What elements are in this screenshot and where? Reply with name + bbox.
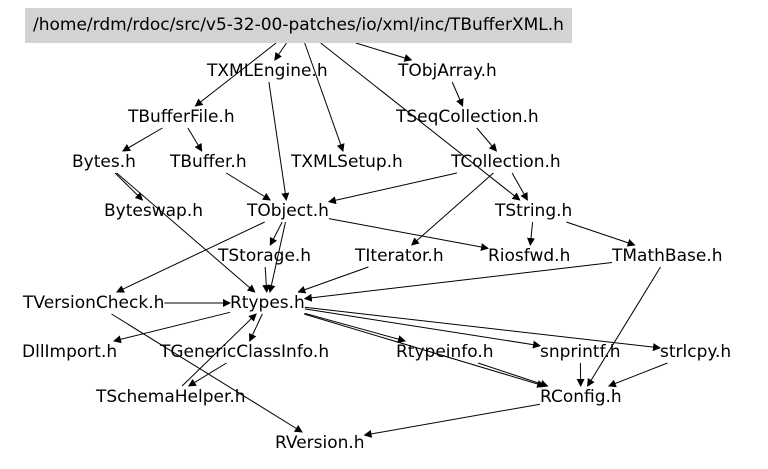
edge-tcollection-to-titerator	[411, 172, 494, 246]
edge-tobjarray-to-tseqcollection	[451, 81, 464, 107]
node-tstring[interactable]: TString.h	[495, 201, 573, 221]
edge-titerator-to-rtypes	[297, 266, 369, 294]
edge-tstring-to-tmathbase	[566, 221, 636, 247]
node-rversion[interactable]: RVersion.h	[275, 433, 365, 453]
edge-tobject-to-rtypes	[267, 221, 286, 293]
edge-tbuffer-to-tobject	[225, 172, 271, 201]
node-root-header[interactable]: /home/rdm/rdoc/src/v5-32-00-patches/io/x…	[25, 8, 572, 43]
node-tversioncheck[interactable]: TVersionCheck.h	[23, 293, 165, 313]
edge-tcollection-to-tobject	[327, 172, 458, 205]
edge-tobject-to-riosfwd	[328, 218, 489, 251]
node-tobject[interactable]: TObject.h	[247, 201, 329, 221]
edge-rtypes-to-rtypeinfo	[304, 312, 406, 343]
edge-bytes-to-rtypes	[116, 172, 256, 293]
node-tgenericclassinfo[interactable]: TGenericClassInfo.h	[160, 342, 330, 362]
edge-rtypes-to-snprintf	[304, 308, 541, 349]
edge-tstorage-to-rtypes	[262, 266, 271, 293]
edge-tschemahelper-to-rtypes	[181, 313, 257, 387]
edge-tgenericclassinfo-to-tschemahelper	[187, 362, 227, 387]
node-dllimport[interactable]: DllImport.h	[22, 342, 118, 362]
edge-tstring-to-riosfwd	[527, 221, 535, 246]
edge-root-to-tobjarray	[355, 42, 413, 62]
edge-root-to-txmlsetup	[304, 42, 345, 152]
node-riosfwd[interactable]: Riosfwd.h	[488, 246, 571, 266]
edge-tbufferfile-to-bytes	[122, 127, 163, 152]
edge-strlcpy-to-rconfig	[607, 362, 668, 388]
node-tcollection[interactable]: TCollection.h	[451, 152, 561, 172]
edge-tmathbase-to-rconfig	[587, 266, 661, 387]
node-titerator[interactable]: TIterator.h	[355, 246, 444, 266]
edge-tseqcollection-to-tcollection	[476, 127, 498, 152]
node-tobjarray[interactable]: TObjArray.h	[398, 61, 497, 81]
edge-txmlengine-to-tobject	[268, 81, 290, 201]
node-tseqcollection[interactable]: TSeqCollection.h	[396, 107, 539, 127]
edge-root-to-txmlengine	[274, 42, 287, 61]
node-strlcpy[interactable]: strlcpy.h	[660, 342, 732, 362]
node-bytes[interactable]: Bytes.h	[72, 152, 136, 172]
edge-tobject-to-tversioncheck	[115, 221, 265, 293]
edge-rtypeinfo-to-rconfig	[477, 362, 549, 388]
node-rconfig[interactable]: RConfig.h	[540, 387, 622, 407]
edge-rtypes-to-strlcpy	[304, 306, 661, 352]
node-tmathbase[interactable]: TMathBase.h	[612, 246, 723, 266]
edge-root-to-tstring	[320, 42, 521, 201]
node-txmlsetup[interactable]: TXMLSetup.h	[291, 152, 403, 172]
node-txmlengine[interactable]: TXMLEngine.h	[207, 61, 328, 81]
edge-bytes-to-byteswap	[114, 172, 144, 201]
edge-tversioncheck-to-rversion	[111, 313, 303, 433]
edge-rtypes-to-rconfig	[303, 313, 546, 388]
node-tschemahelper[interactable]: TSchemaHelper.h	[96, 387, 246, 407]
node-tstorage[interactable]: TStorage.h	[218, 246, 312, 266]
edge-rtypes-to-dllimport	[113, 311, 231, 344]
edge-root-to-tbufferfile	[194, 42, 277, 107]
edge-tbufferfile-to-tbuffer	[187, 127, 203, 152]
edge-rtypes-to-tgenericclassinfo	[249, 313, 263, 342]
edge-tobject-to-tstorage	[269, 221, 283, 246]
node-tbuffer[interactable]: TBuffer.h	[170, 152, 247, 172]
node-rtypeinfo[interactable]: Rtypeinfo.h	[396, 342, 494, 362]
edge-tmathbase-to-rtypes	[303, 262, 613, 302]
node-snprintf[interactable]: snprintf.h	[540, 342, 621, 362]
edge-tcollection-to-tstring	[511, 172, 528, 201]
node-byteswap[interactable]: Byteswap.h	[104, 201, 203, 221]
node-tbufferfile[interactable]: TBufferFile.h	[128, 107, 235, 127]
node-rtypes[interactable]: Rtypes.h	[230, 293, 305, 313]
edge-rconfig-to-rversion	[363, 403, 541, 438]
